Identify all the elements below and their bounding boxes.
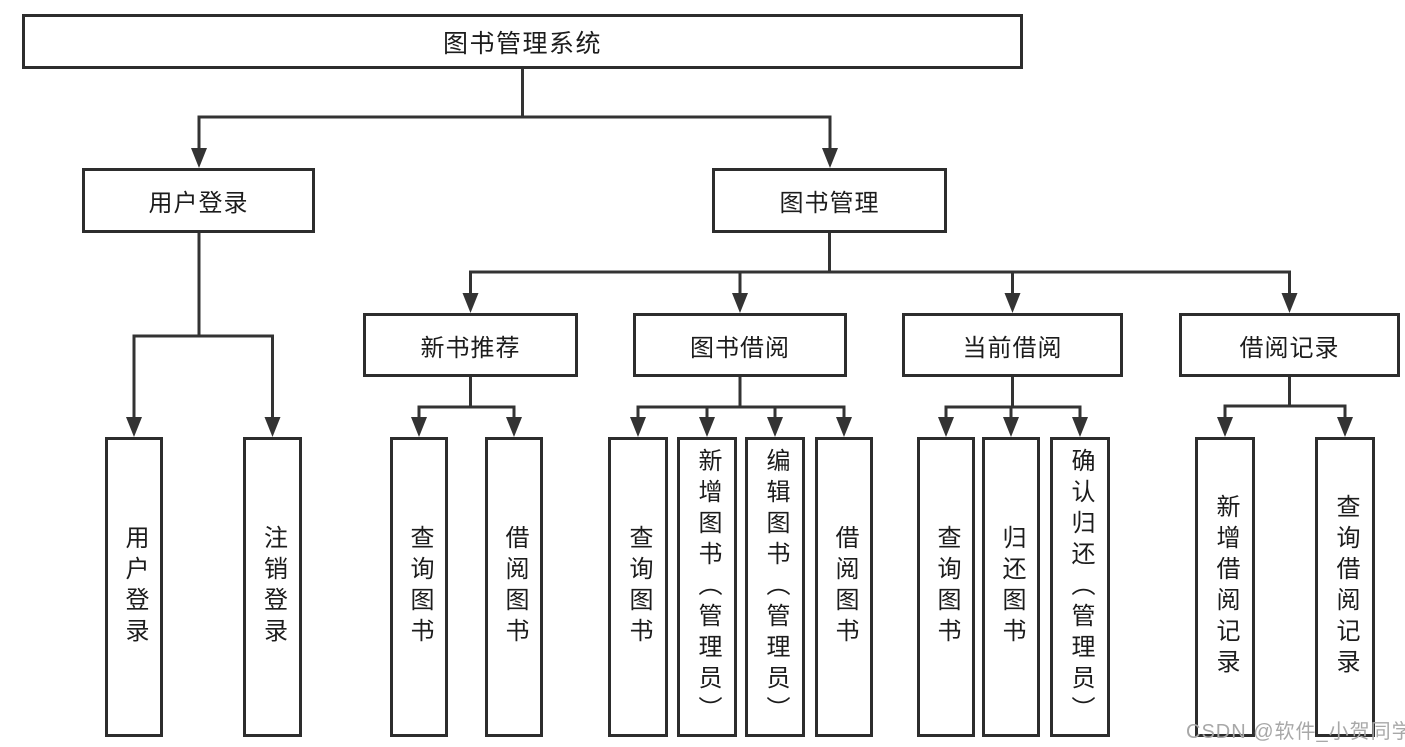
leaf-confirm-return-admin: 确认归还（管理员） xyxy=(1050,437,1110,737)
leaf-user-login: 用户登录 xyxy=(105,437,163,737)
node-book-borrow: 图书借阅 xyxy=(633,313,847,377)
connector-book-borrow-children xyxy=(630,377,852,437)
node-library-management-system: 图书管理系统 xyxy=(22,14,1023,69)
leaf-query-books-borrow: 查询图书 xyxy=(608,437,668,737)
node-label: 图书管理 xyxy=(779,190,880,217)
leaf-query-books-current: 查询图书 xyxy=(917,437,975,737)
connector-root-to-level2 xyxy=(191,67,838,168)
arrowhead xyxy=(1281,293,1298,313)
arrowhead xyxy=(191,148,207,168)
arrowhead xyxy=(767,417,783,437)
leaf-add-borrow-record: 新增借阅记录 xyxy=(1195,437,1255,737)
node-label: 编辑图书（管理员） xyxy=(762,447,789,727)
node-label: 新书推荐 xyxy=(420,334,521,362)
node-label: 新增图书（管理员） xyxy=(694,447,721,727)
arrowhead xyxy=(699,417,715,437)
node-label: 当前借阅 xyxy=(962,334,1063,362)
leaf-query-books-recommend: 查询图书 xyxy=(390,437,448,737)
node-label: 借阅图书 xyxy=(501,525,528,649)
node-label: 查询图书 xyxy=(625,525,652,649)
node-label: 注销登录 xyxy=(259,525,287,649)
connector-book-management-children xyxy=(462,233,1298,313)
arrowhead xyxy=(1072,417,1088,437)
arrowhead xyxy=(1337,417,1353,437)
arrowhead xyxy=(836,417,852,437)
arrowhead xyxy=(938,417,954,437)
arrowhead xyxy=(732,293,748,313)
leaf-add-books-admin: 新增图书（管理员） xyxy=(677,437,737,737)
node-label: 新增借阅记录 xyxy=(1212,494,1239,680)
arrowhead xyxy=(1003,417,1019,437)
arrowhead xyxy=(264,417,281,437)
node-new-book-recommend: 新书推荐 xyxy=(363,313,578,377)
csdn-watermark: CSDN @软件_小贺同学 xyxy=(1186,721,1405,743)
node-label: 图书管理系统 xyxy=(442,29,602,58)
node-label: 查询图书 xyxy=(406,525,433,649)
leaf-query-borrow-record: 查询借阅记录 xyxy=(1315,437,1375,737)
leaf-borrow-books-recommend: 借阅图书 xyxy=(485,437,543,737)
node-current-borrow: 当前借阅 xyxy=(902,313,1123,377)
node-label: 借阅记录 xyxy=(1239,334,1340,362)
connector-new-book-recommend-children xyxy=(411,377,522,437)
arrowhead xyxy=(1217,417,1233,437)
node-label: 查询借阅记录 xyxy=(1332,494,1359,680)
leaf-edit-books-admin: 编辑图书（管理员） xyxy=(745,437,805,737)
node-label: 用户登录 xyxy=(148,190,249,217)
connector-user-login-children xyxy=(126,233,281,437)
node-user-login: 用户登录 xyxy=(82,168,315,233)
arrowhead xyxy=(1004,293,1021,313)
arrowhead xyxy=(462,293,479,313)
node-label: 确认归还（管理员） xyxy=(1067,447,1094,727)
leaf-borrow-books: 借阅图书 xyxy=(815,437,873,737)
arrowhead xyxy=(126,417,142,437)
node-book-management: 图书管理 xyxy=(712,168,947,233)
node-label: 查询图书 xyxy=(933,525,960,649)
node-borrow-records: 借阅记录 xyxy=(1179,313,1400,377)
leaf-return-books: 归还图书 xyxy=(982,437,1040,737)
arrowhead xyxy=(411,417,427,437)
connector-borrow-records-children xyxy=(1217,377,1353,437)
node-label: 归还图书 xyxy=(998,525,1025,649)
connector-current-borrow-children xyxy=(938,377,1088,437)
node-label: 用户登录 xyxy=(121,525,148,649)
arrowhead xyxy=(630,417,646,437)
node-label: 图书借阅 xyxy=(690,334,790,362)
arrowhead xyxy=(506,417,522,437)
arrowhead xyxy=(822,148,838,168)
node-label: 借阅图书 xyxy=(831,525,858,649)
leaf-logout: 注销登录 xyxy=(243,437,302,737)
